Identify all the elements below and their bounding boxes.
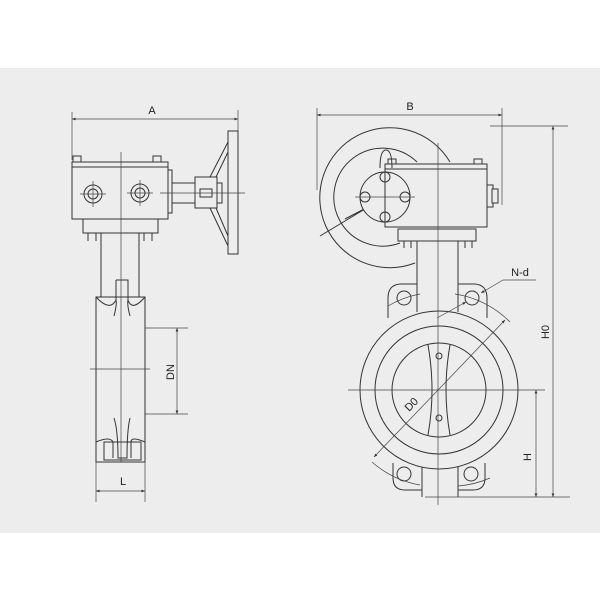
dimension-b: B <box>316 101 503 205</box>
gearbox-front <box>384 158 499 248</box>
label-h: H <box>522 453 534 461</box>
label-h0: H0 <box>540 325 552 339</box>
valve-body-side <box>90 152 150 463</box>
dimension-h0: H0 <box>425 125 570 498</box>
dimension-l: L <box>95 462 146 502</box>
side-view: A <box>71 105 245 502</box>
label-l: L <box>120 476 126 488</box>
gearbox-side <box>71 155 169 241</box>
dimension-dn: DN <box>145 327 188 415</box>
label-a: A <box>148 105 156 117</box>
dimension-a: A <box>71 105 239 160</box>
handwheel-side <box>160 130 245 255</box>
dimension-h: H <box>522 390 538 497</box>
front-view: B <box>316 101 570 505</box>
label-dn: DN <box>165 364 177 380</box>
label-b: B <box>406 101 413 113</box>
label-n-d: N-d <box>511 267 529 279</box>
dimension-n-d: N-d <box>436 267 536 319</box>
